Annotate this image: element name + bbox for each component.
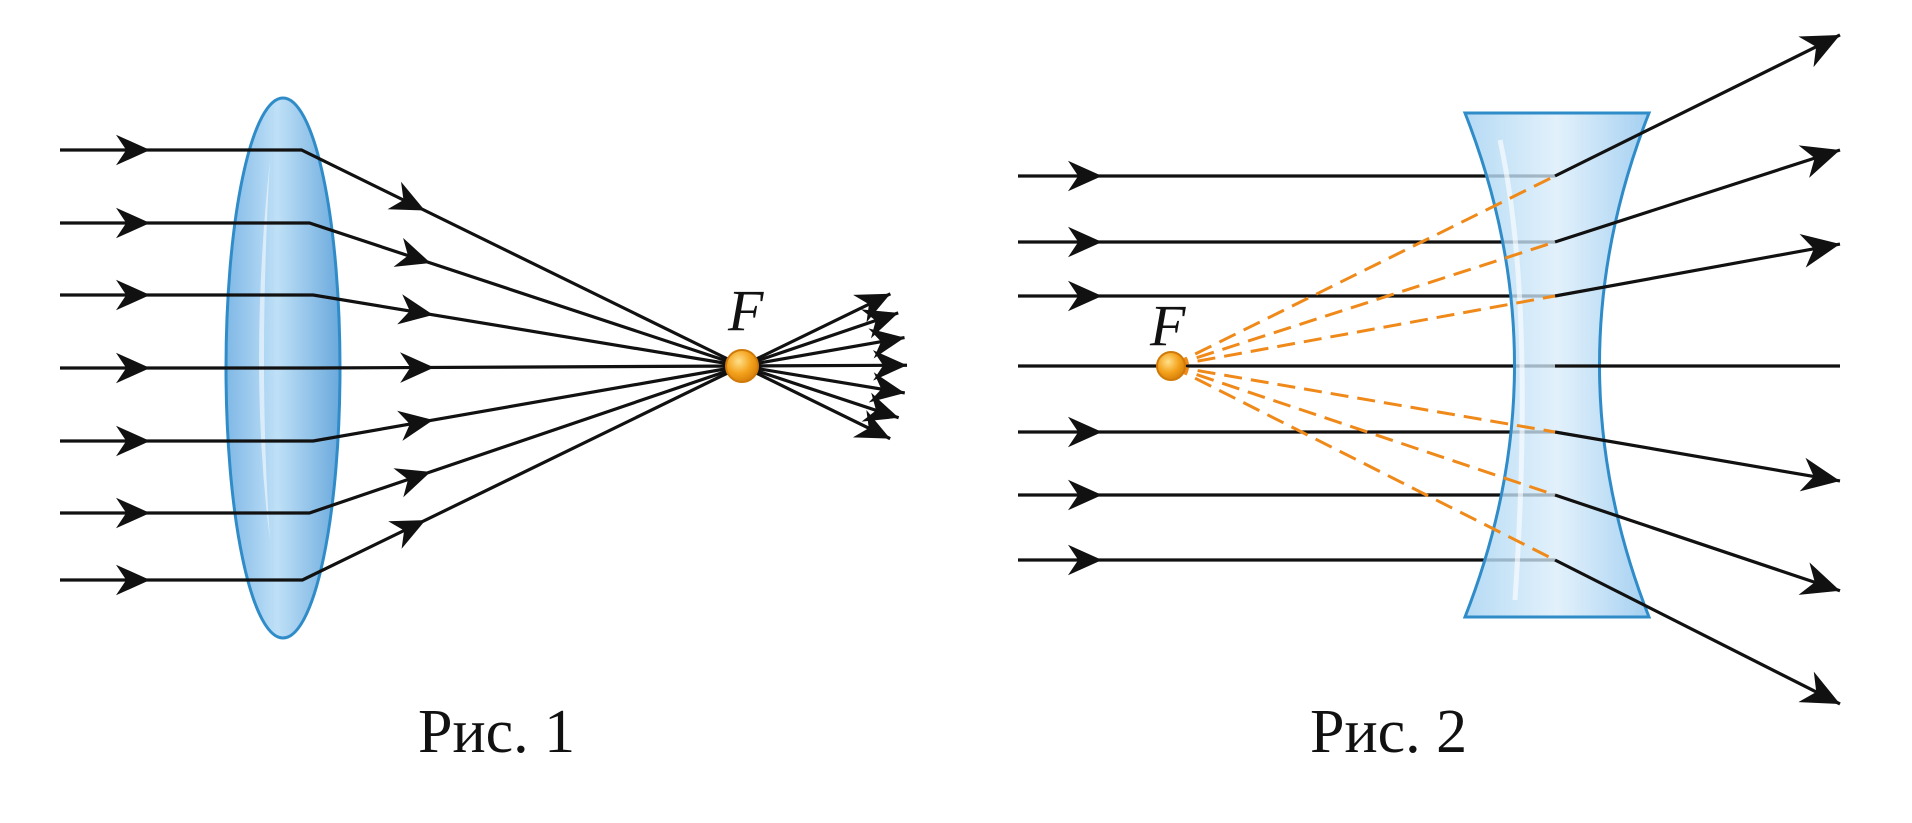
focus-point (725, 349, 759, 383)
arrow-head (1068, 160, 1102, 192)
arrow-head (861, 309, 899, 339)
arrow-head (388, 520, 426, 549)
arrow-head (116, 425, 150, 457)
arrow-head (116, 497, 150, 529)
light-ray (1554, 558, 1841, 706)
light-ray (741, 364, 906, 395)
arrow-head (1798, 562, 1840, 595)
arrow-head (393, 237, 431, 267)
arrow-head (400, 352, 435, 383)
light-ray (741, 363, 908, 368)
light-ray (1554, 33, 1841, 178)
arrow-head (116, 352, 150, 384)
figure-diverging-lens: F Рис. 2 (1018, 33, 1841, 766)
virtual-ray-extension (1170, 240, 1556, 368)
lens-highlight (259, 160, 270, 540)
virtual-ray-extension (1170, 364, 1556, 562)
arrow-head (116, 279, 150, 311)
light-ray (60, 364, 743, 370)
light-ray (1554, 430, 1841, 483)
arrow-head (1068, 280, 1102, 312)
arrow-head (868, 328, 905, 359)
arrow-head (853, 293, 891, 323)
focus-label: F (1149, 293, 1186, 358)
arrow-head (861, 392, 899, 422)
light-ray (741, 364, 891, 441)
arrow-head (1799, 234, 1840, 268)
virtual-ray-extension (1170, 174, 1556, 368)
figure-caption: Рис. 2 (1310, 698, 1467, 766)
focus-point (1156, 351, 1186, 381)
arrow-head (1799, 457, 1840, 492)
arrow-head (1068, 544, 1102, 576)
light-ray (1554, 148, 1841, 244)
arrow-head (1798, 145, 1840, 178)
arrow-head (116, 564, 150, 596)
virtual-ray-extension (1170, 364, 1556, 434)
arrow-head (872, 350, 907, 381)
light-ray (60, 364, 743, 443)
arrow-head (1068, 226, 1102, 258)
virtual-ray-extension (1170, 294, 1556, 368)
arrow-head (868, 372, 905, 403)
arrow-head (1798, 671, 1840, 704)
arrow-head (116, 134, 150, 166)
arrow-head (1068, 479, 1102, 511)
figure-converging-lens: F Рис. 1 (60, 96, 908, 766)
light-ray (1554, 493, 1841, 593)
virtual-ray-extension (1170, 364, 1556, 497)
arrow-head (393, 468, 431, 498)
arrow-head (397, 294, 434, 325)
arrow-head (116, 207, 150, 239)
light-ray (741, 364, 900, 420)
arrow-head (387, 181, 425, 211)
arrow-head (1068, 416, 1102, 448)
light-ray (741, 292, 892, 368)
light-ray (741, 311, 899, 368)
lens-highlight (1497, 139, 1525, 601)
light-ray (1554, 242, 1841, 298)
arrow-head (852, 409, 891, 439)
figure-caption: Рис. 1 (418, 698, 575, 766)
arrow-head (397, 410, 434, 441)
arrow-head (1798, 34, 1840, 68)
focus-label: F (727, 278, 764, 343)
light-ray (741, 335, 905, 368)
